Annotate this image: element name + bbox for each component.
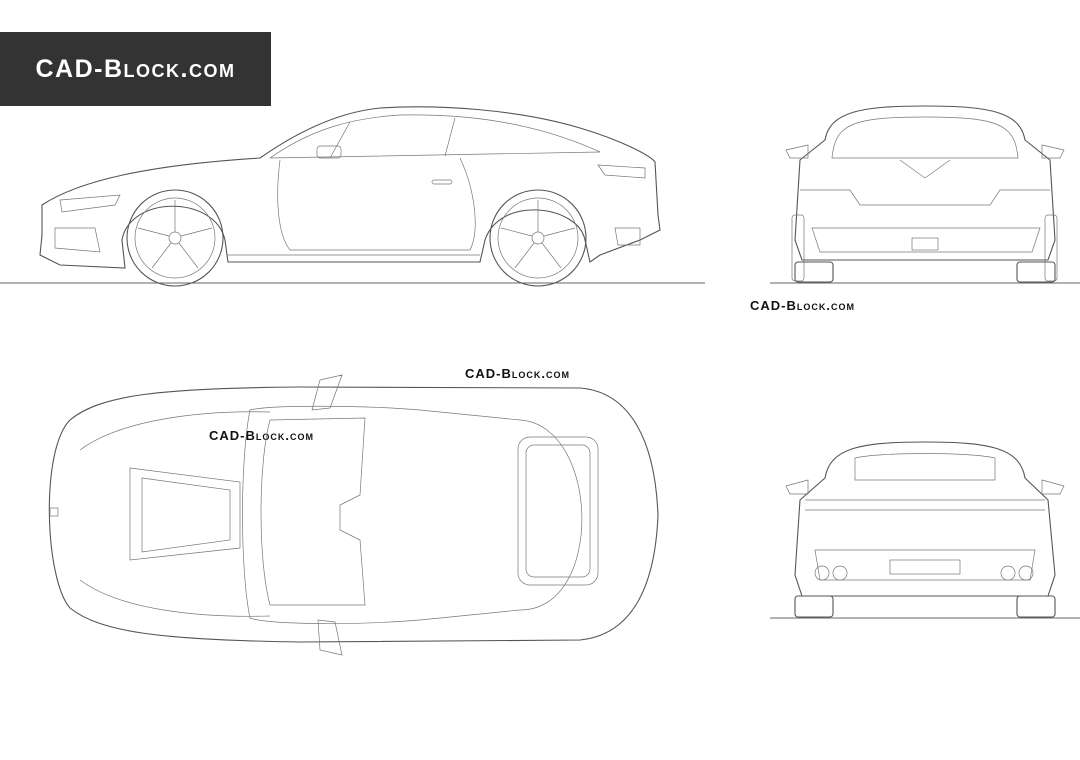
top-view: [48, 374, 659, 656]
site-logo: CAD-Block.com: [0, 32, 271, 106]
watermark-top: CAD-Block.com: [465, 366, 570, 381]
watermark-left: CAD-Block.com: [209, 428, 314, 443]
side-view: [39, 106, 661, 287]
rear-view: [785, 441, 1065, 618]
front-view: [785, 105, 1065, 283]
logo-text: CAD-Block.com: [35, 54, 236, 83]
watermark-right: CAD-Block.com: [750, 298, 855, 313]
